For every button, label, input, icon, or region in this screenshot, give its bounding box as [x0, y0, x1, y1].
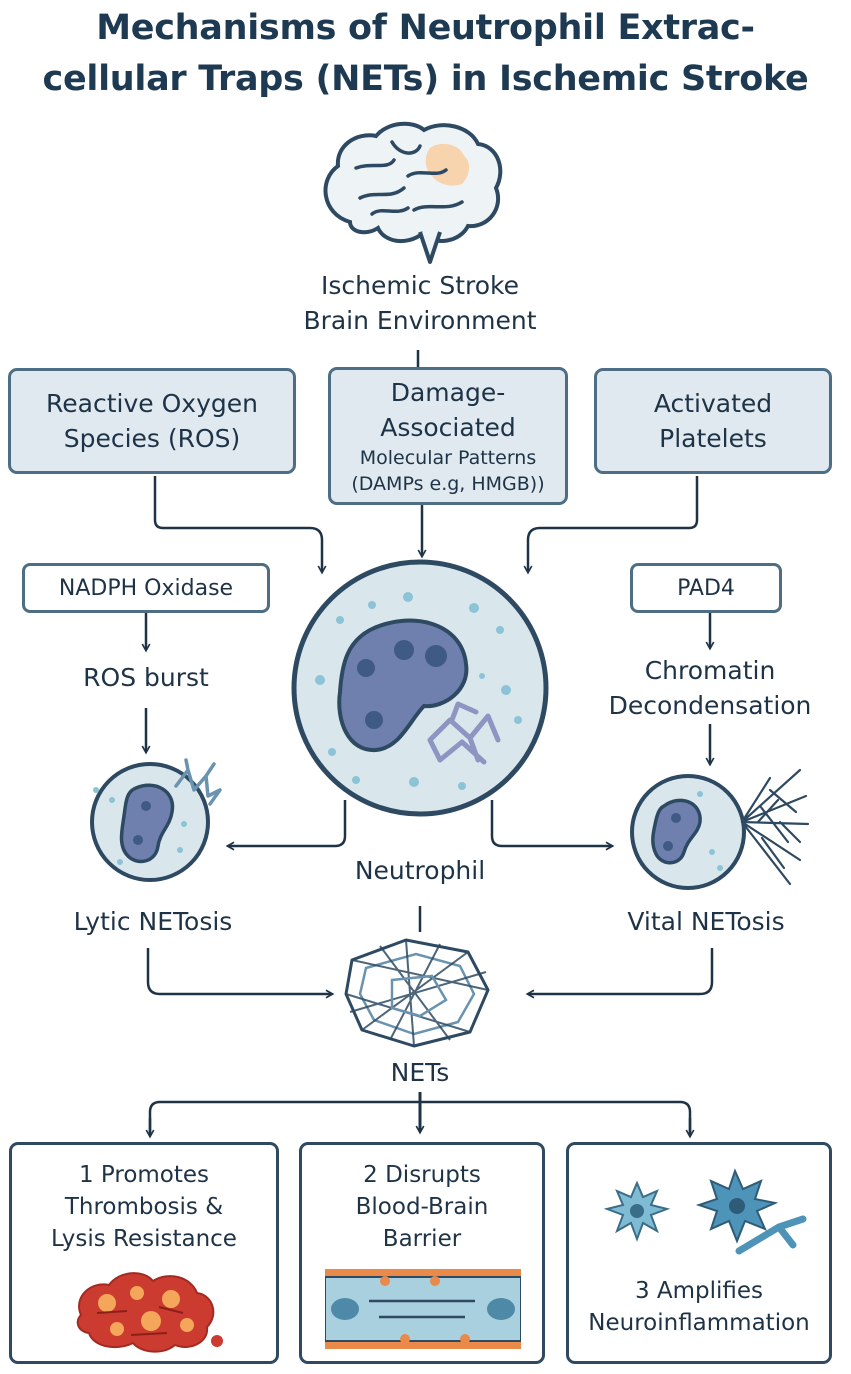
brain-label-line-1: Ischemic Stroke	[320, 271, 520, 300]
outcome-box-neuroinflammation: 3 Amplifies Neuroinflammation	[566, 1142, 832, 1364]
outcome-3-line-2: Neuroinflammation	[588, 1310, 810, 1336]
vital-netosis-label: Vital NETosis	[627, 907, 785, 936]
blood-vessel-icon	[325, 1269, 521, 1349]
diagram-title-line-1: Mechanisms of Neutrophil Extrac-	[96, 8, 755, 48]
damps-box-line-3: Molecular Patterns	[359, 447, 537, 469]
outcome-3-line-1: 3 Amplifies	[634, 1278, 764, 1304]
lytic-netosis-label: Lytic NETosis	[73, 907, 233, 936]
ros-box: Reactive Oxygen Species (ROS)	[8, 368, 296, 474]
outcome-1-line-3: Lysis Resistance	[51, 1226, 237, 1252]
microglia-icon	[603, 1168, 807, 1255]
neutrophil-label: Neutrophil	[354, 856, 486, 885]
ros-box-line-1: Reactive Oxygen	[46, 389, 258, 418]
vital-netosis-cell-icon	[630, 768, 810, 890]
nets-web-icon	[344, 938, 490, 1048]
brain-label-line-2: Brain Environment	[303, 306, 537, 335]
outcome-2-line-1: 2 Disrupts	[363, 1162, 481, 1188]
outcome-2-line-3: Barrier	[382, 1226, 462, 1252]
diagram-title-line-2: cellular Traps (NETs) in Ischemic Stroke	[42, 59, 809, 99]
damps-box-line-4: (DAMPs e.g, HMGB))	[351, 473, 545, 495]
outcome-box-thrombosis: 1 Promotes Thrombosis & Lysis Resistance	[9, 1142, 279, 1364]
chromatin-label-line-2: Decondensation	[608, 691, 812, 720]
damps-box: Damage- Associated Molecular Patterns (D…	[328, 367, 568, 505]
platelets-box-line-1: Activated	[653, 389, 773, 418]
nets-label: NETs	[390, 1058, 450, 1087]
outcome-2-line-2: Blood-Brain	[355, 1194, 489, 1220]
outcome-1-line-1: 1 Promotes	[78, 1162, 210, 1188]
lytic-netosis-cell-icon	[90, 758, 222, 882]
outcome-box-bbb: 2 Disrupts Blood-Brain Barrier	[299, 1142, 545, 1364]
neutrophil-cell-icon	[291, 559, 549, 817]
platelets-box: Activated Platelets	[594, 368, 832, 474]
platelets-box-line-2: Platelets	[659, 424, 767, 453]
chromatin-label-line-1: Chromatin	[644, 656, 776, 685]
nadph-oxidase-box: NADPH Oxidase	[22, 563, 270, 613]
pad4-box: PAD4	[630, 563, 782, 613]
outcome-1-line-2: Thrombosis &	[64, 1194, 224, 1220]
ros-burst-label: ROS burst	[83, 663, 209, 692]
blood-clot-icon	[76, 1272, 223, 1353]
damps-box-line-2: Associated	[380, 413, 516, 442]
ros-box-line-2: Species (ROS)	[63, 424, 241, 453]
damps-box-line-1: Damage-	[390, 378, 506, 407]
brain-icon	[323, 121, 503, 264]
